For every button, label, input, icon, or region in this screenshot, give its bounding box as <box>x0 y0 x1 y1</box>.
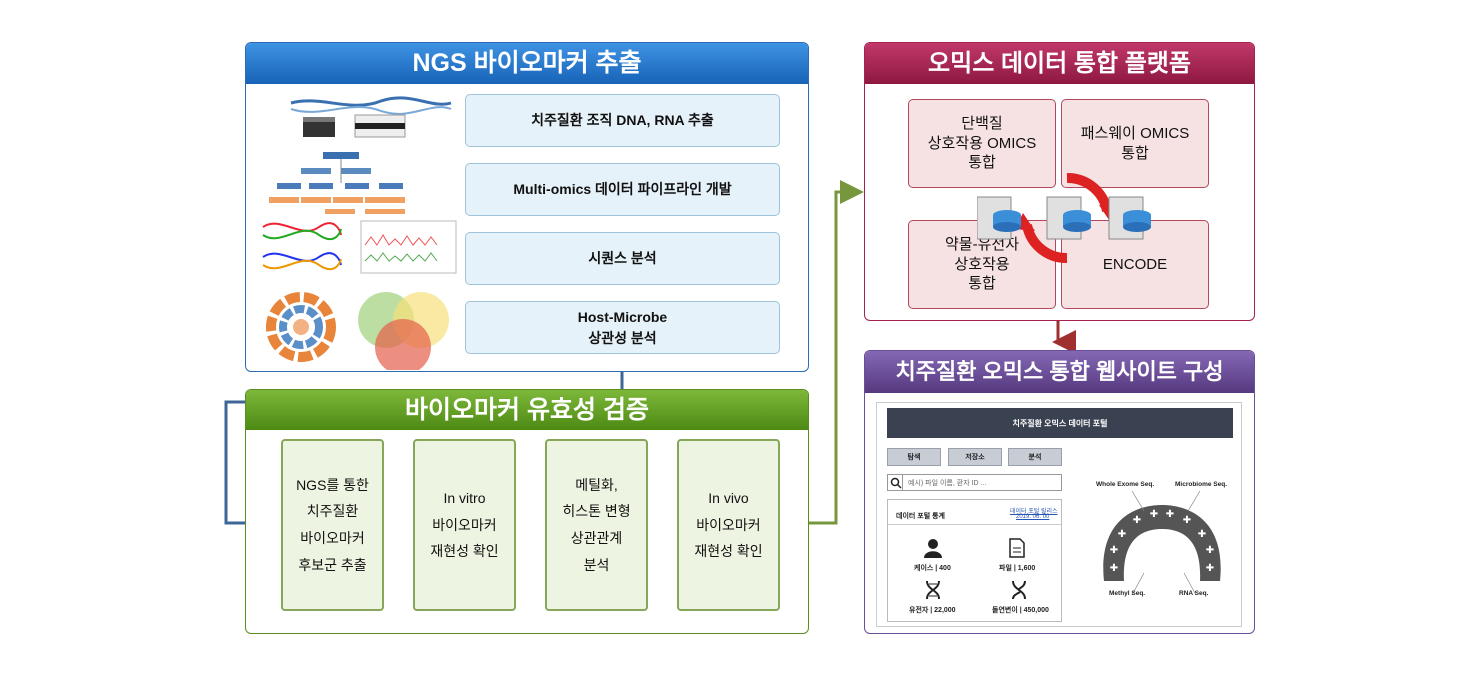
search-box[interactable]: 예시) 파일 이름, 환자 ID ... <box>887 474 1062 491</box>
server-icon-right <box>1108 196 1151 240</box>
venn-diagram-icon <box>358 292 449 370</box>
sequencer-icon <box>290 96 452 138</box>
search-icon <box>890 477 902 489</box>
svg-text:✚: ✚ <box>1183 515 1191 526</box>
ngs-header: NGS 바이오마커 추출 <box>246 43 808 84</box>
stats-release-link[interactable]: 데이터 포털 릴리스 <box>1010 509 1058 515</box>
validation-step-1: NGS를 통한 치주질환 바이오마커 후보군 추출 <box>281 439 384 611</box>
svg-text:✚: ✚ <box>1118 529 1126 540</box>
website-panel: 치주질환 오믹스 통합 웹사이트 구성 치주질환 오믹스 데이터 포털 탐색 저… <box>864 350 1255 634</box>
ngs-step-4: Host-Microbe 상관성 분석 <box>465 301 780 354</box>
ngs-title: NGS 바이오마커 추출 <box>412 49 642 77</box>
stats-mutations: 돌연변이 | 450,000 <box>992 607 1049 614</box>
explore-button[interactable]: 탐색 <box>887 448 941 466</box>
svg-text:✚: ✚ <box>1166 509 1174 520</box>
stats-title: 데이터 포털 통계 <box>896 513 945 520</box>
website-mockup: 치주질환 오믹스 데이터 포털 탐색 저장소 분석 예시) 파일 이름, 환자 … <box>876 402 1242 627</box>
gene-dna-icon <box>926 580 940 600</box>
chromatogram-icon <box>262 220 457 274</box>
website-header: 치주질환 오믹스 통합 웹사이트 구성 <box>865 351 1254 393</box>
stats-card: 데이터 포털 통계 데이터 포털 릴리스 2019. 06. 00 케이스 | … <box>887 499 1062 622</box>
validation-step-4: In vivo 바이오마커 재현성 확인 <box>677 439 780 611</box>
platform-panel: 오믹스 데이터 통합 플랫폼 단백질 상호작용 OMICS 통합 패스웨이 OM… <box>864 42 1255 321</box>
ngs-step-3: 시퀀스 분석 <box>465 232 780 285</box>
svg-text:✚: ✚ <box>1110 563 1118 574</box>
pipeline-chart-icon <box>269 152 405 214</box>
portal-title: 치주질환 오믹스 데이터 포털 <box>1012 418 1108 428</box>
validation-step-2: In vitro 바이오마커 재현성 확인 <box>413 439 516 611</box>
validation-step-3: 메틸화, 히스톤 변형 상관관계 분석 <box>545 439 648 611</box>
svg-text:✚: ✚ <box>1133 515 1141 526</box>
platform-box-pathway: 패스웨이 OMICS 통합 <box>1061 99 1209 188</box>
stats-cases: 케이스 | 400 <box>914 565 951 572</box>
repository-button[interactable]: 저장소 <box>948 448 1002 466</box>
website-title: 치주질환 오믹스 통합 웹사이트 구성 <box>895 359 1224 384</box>
seq-label-microbiome: Microbiome Seq. <box>1175 481 1228 488</box>
validation-header: 바이오마커 유효성 검증 <box>246 390 808 430</box>
ngs-illustrations <box>262 96 457 370</box>
portal-title-bar: 치주질환 오믹스 데이터 포털 <box>887 408 1233 438</box>
ngs-step-2: Multi-omics 데이터 파이프라인 개발 <box>465 163 780 216</box>
case-person-icon <box>924 539 942 558</box>
search-placeholder: 예시) 파일 이름, 환자 ID ... <box>908 480 987 487</box>
platform-box-protein: 단백질 상호작용 OMICS 통합 <box>908 99 1056 188</box>
svg-text:✚: ✚ <box>1150 509 1158 520</box>
stats-date: 2019. 06. 00 <box>1016 514 1050 520</box>
svg-text:✚: ✚ <box>1206 545 1214 556</box>
seq-label-rna: RNA Seq. <box>1179 590 1209 597</box>
svg-text:✚: ✚ <box>1110 545 1118 556</box>
dental-arch-graphic: ✚✚✚ ✚✚✚ ✚✚✚✚ <box>1103 490 1221 596</box>
validation-title: 바이오마커 유효성 검증 <box>405 396 649 424</box>
file-icon <box>1009 538 1025 558</box>
ngs-step-1: 치주질환 조직 DNA, RNA 추출 <box>465 94 780 147</box>
platform-header: 오믹스 데이터 통합 플랫폼 <box>865 43 1254 84</box>
mutation-icon <box>1012 580 1026 600</box>
ngs-panel: NGS 바이오마커 추출 <box>245 42 809 372</box>
stats-files: 파일 | 1,600 <box>999 565 1036 572</box>
validation-panel: 바이오마커 유효성 검증 NGS를 통한 치주질환 바이오마커 후보군 추출 I… <box>245 389 809 634</box>
server-icon-left <box>977 196 1021 240</box>
svg-text:✚: ✚ <box>1198 529 1206 540</box>
server-cycle-graphic <box>977 172 1151 264</box>
arrow-to-platform <box>808 180 864 525</box>
svg-text:✚: ✚ <box>1206 563 1214 574</box>
analysis-button[interactable]: 분석 <box>1008 448 1062 466</box>
platform-title: 오믹스 데이터 통합 플랫폼 <box>928 50 1191 77</box>
sunburst-icon <box>266 292 336 362</box>
seq-label-whole-exome: Whole Exome Seq. <box>1096 481 1155 488</box>
stats-genes: 유전자 | 22,000 <box>909 607 956 614</box>
seq-label-methyl: Methyl Seq. <box>1109 590 1146 597</box>
server-icon-center <box>1046 196 1091 240</box>
